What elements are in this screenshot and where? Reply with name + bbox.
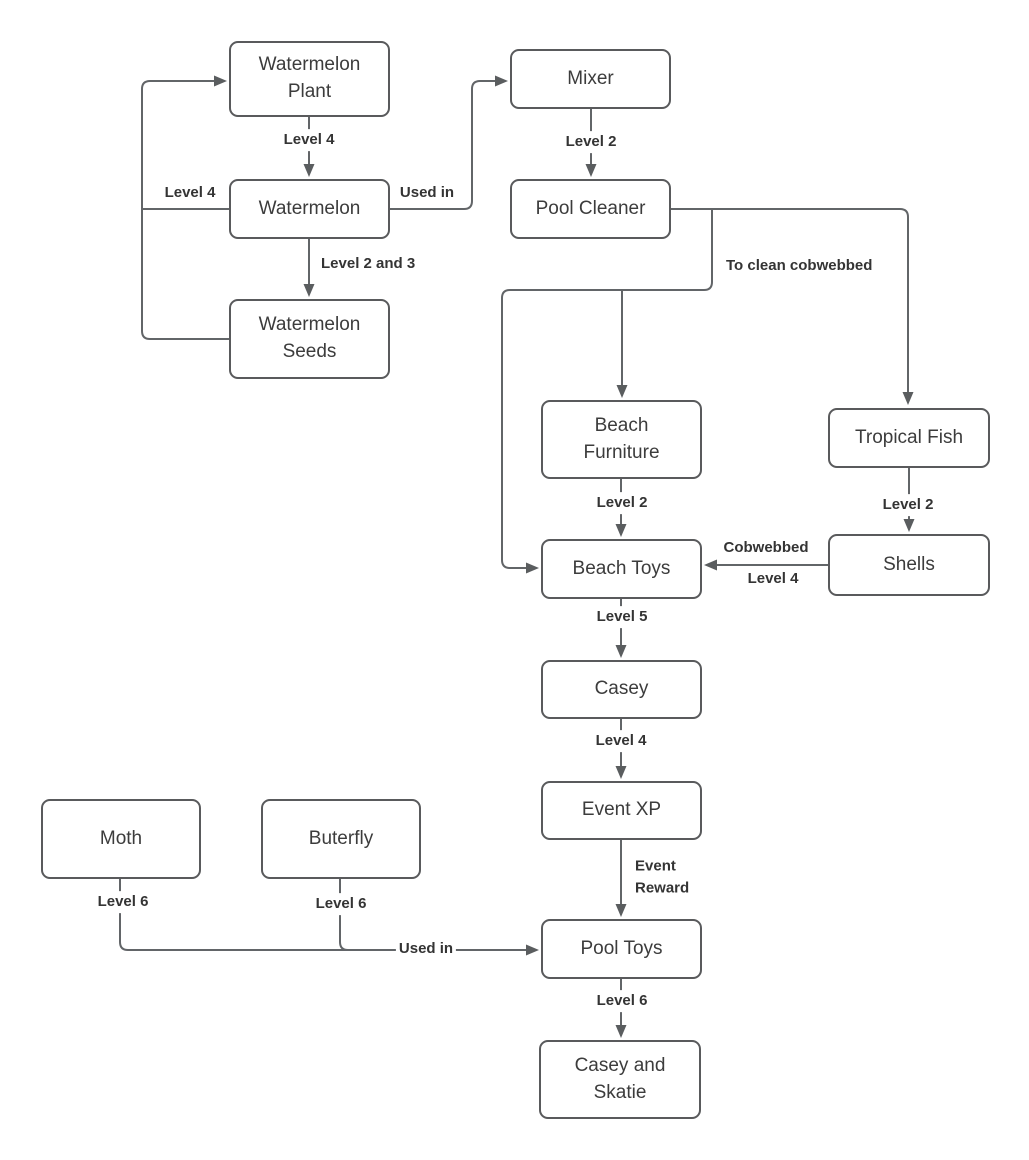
arrowhead-watermelon-to-seeds (303, 284, 315, 297)
edge-moth-to-pool-toys (119, 879, 526, 951)
edge-label-level2-pool-cleaner: Level 2 (562, 131, 620, 153)
edge-watermelon-to-mixer (390, 80, 495, 210)
arrowhead-pool-cleaner-to-beach-toys (526, 562, 539, 574)
node-watermelon: Watermelon (229, 179, 390, 239)
arrowhead-beach-furniture-to-beach-toys (615, 524, 627, 537)
node-tropical-fish: Tropical Fish (828, 408, 990, 468)
node-event-xp: Event XP (541, 781, 702, 840)
node-beach-furniture: Beach Furniture (541, 400, 702, 479)
node-watermelon-plant: Watermelon Plant (229, 41, 390, 117)
edge-pool-cleaner-to-tropical-fish (671, 208, 909, 392)
edge-label-level-2-and-3: Level 2 and 3 (318, 253, 419, 275)
edge-label-level2-beach-toys: Level 2 (593, 492, 651, 514)
edge-label-level4-shells: Level 4 (744, 568, 802, 590)
edge-label-level6-pool-toys: Level 6 (593, 990, 651, 1012)
edge-label-level4-loop: Level 4 (161, 182, 219, 204)
node-beach-toys: Beach Toys (541, 539, 702, 599)
edge-buterfly-merge (339, 879, 349, 951)
edge-label-level2-shells: Level 2 (879, 494, 937, 516)
arrowhead-plant-to-watermelon (303, 164, 315, 177)
edge-label-level5-casey: Level 5 (593, 606, 651, 628)
node-casey: Casey (541, 660, 702, 719)
arrowhead-moth-to-pool-toys (526, 944, 539, 956)
arrowhead-mixer-to-pool-cleaner (585, 164, 597, 177)
edge-pool-cleaner-to-beach-toys (501, 209, 713, 569)
node-watermelon-seeds: Watermelon Seeds (229, 299, 390, 379)
edge-label-to-clean-cobwebbed: To clean cobwebbed (723, 255, 876, 277)
arrowhead-watermelon-to-mixer (495, 75, 508, 87)
arrowhead-pool-toys-to-casey-and-skatie (615, 1025, 627, 1038)
edge-label-level4-event-xp: Level 4 (592, 730, 650, 752)
edge-label-level6-buterfly: Level 6 (312, 893, 370, 915)
node-pool-toys: Pool Toys (541, 919, 702, 979)
arrowhead-casey-to-event-xp (615, 766, 627, 779)
node-shells: Shells (828, 534, 990, 596)
arrowhead-beach-toys-to-casey (615, 645, 627, 658)
arrowhead-pool-cleaner-to-tropical-fish (902, 392, 914, 405)
node-mixer: Mixer (510, 49, 671, 109)
arrowhead-tropical-fish-to-shells (903, 519, 915, 532)
node-pool-cleaner: Pool Cleaner (510, 179, 671, 239)
edge-label-level4-plant: Level 4 (280, 129, 338, 151)
edge-label-used-in-mixer: Used in (396, 182, 458, 204)
arrowhead-branch-to-beach-furniture (616, 385, 628, 398)
node-moth: Moth (41, 799, 201, 879)
arrowhead-shells-to-beach-toys (704, 559, 717, 571)
edge-label-level6-moth: Level 6 (94, 891, 152, 913)
node-buterfly: Buterfly (261, 799, 421, 879)
arrowhead-seeds-to-plant-loop (214, 75, 227, 87)
edge-label-used-in-pool-toys: Used in (395, 938, 457, 960)
edge-label-event-reward: Event Reward (632, 855, 693, 899)
arrowhead-event-xp-to-pool-toys (615, 904, 627, 917)
node-casey-and-skatie: Casey and Skatie (539, 1040, 701, 1119)
edge-label-cobwebbed: Cobwebbed (720, 537, 812, 559)
